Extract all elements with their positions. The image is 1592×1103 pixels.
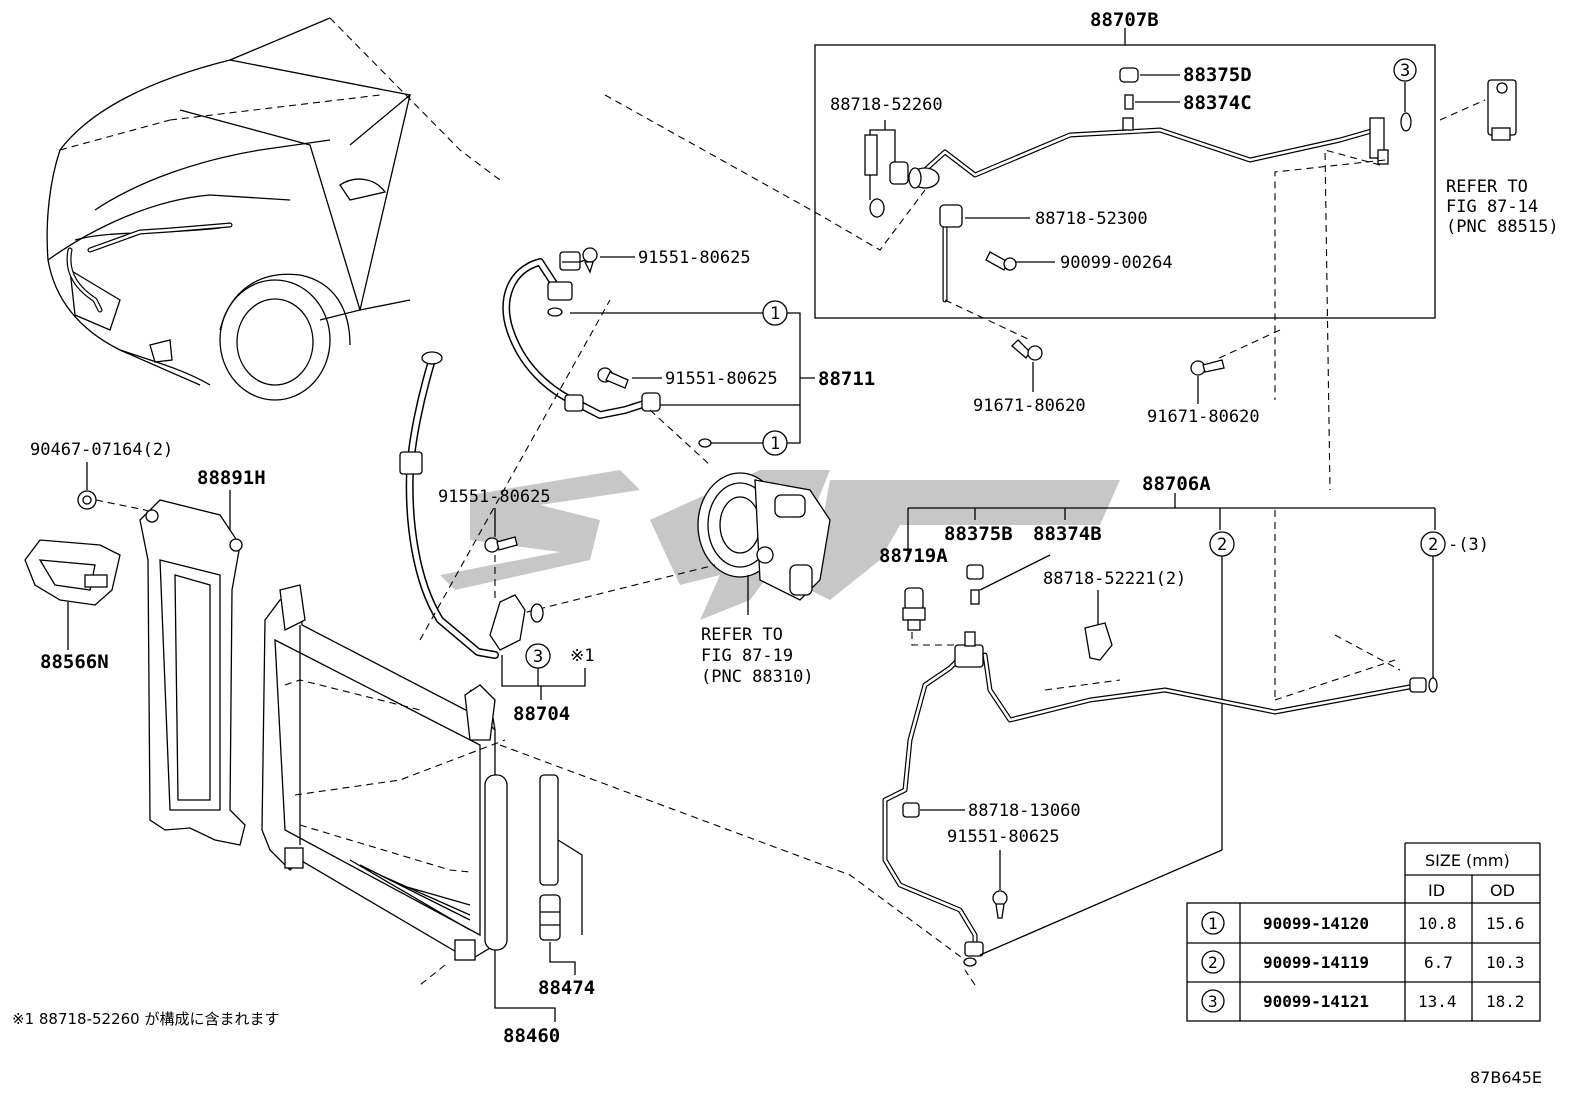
callout-2-a-text: 2 (1217, 535, 1227, 555)
table-row-part: 90099-14119 (1263, 953, 1369, 972)
pressure-switch-88719A (902, 587, 926, 631)
label-88718-52300: 88718-52300 (1035, 209, 1148, 229)
label-90467-07164: 90467-07164(2) (30, 440, 173, 460)
label-88718-52221: 88718-52221(2) (1043, 569, 1186, 589)
drawing-code: 87B645E (1470, 1068, 1542, 1087)
valve-core-88374C (1124, 94, 1134, 110)
label-88566N: 88566N (40, 651, 109, 673)
clamp-88718-52221 (1084, 622, 1113, 661)
valve-core-88374B (970, 589, 980, 605)
table-row-id: 10.8 (1418, 914, 1457, 933)
refer-87-14-line2: FIG 87-14 (1446, 197, 1538, 217)
note-mark-1: ※1 (570, 646, 594, 666)
callout-2-3-suffix: -(3) (1448, 535, 1489, 555)
label-88374C: 88374C (1183, 92, 1252, 114)
footnote: ※1 88718-52260 が構成に含まれます (12, 1010, 280, 1028)
callout-2-b-text: 2 (1428, 535, 1438, 555)
refer-87-19-line3: (PNC 88310) (701, 667, 814, 687)
size-table-col-od: OD (1490, 881, 1515, 900)
cap-88375B (966, 564, 984, 580)
bolt-91671-80620-a (1011, 339, 1043, 361)
label-88375D: 88375D (1183, 64, 1252, 86)
cap-88375D (1119, 67, 1139, 83)
condenser-88460 (261, 584, 508, 961)
table-row: 3 90099-14121 13.4 18.2 (1201, 989, 1525, 1013)
label-91671-80620-b: 91671-80620 (1147, 407, 1260, 427)
bolt-91671-80620-b (1190, 359, 1225, 376)
discharge-hose-88711 (502, 251, 661, 419)
bolt-91551-80625-c (484, 536, 518, 553)
compressor-88310 (697, 472, 831, 601)
vehicle-sketch (46, 17, 501, 401)
duct-88566N (24, 539, 121, 606)
hose-88704 (399, 351, 526, 659)
label-88706A: 88706A (1142, 473, 1211, 495)
refer-87-14-line3: (PNC 88515) (1446, 217, 1559, 237)
table-row-part: 90099-14120 (1263, 914, 1369, 933)
refer-87-14-line1: REFER TO (1446, 177, 1528, 197)
label-88474: 88474 (538, 977, 595, 999)
clamp-88718-52260 (889, 161, 909, 185)
expansion-valve-88515 (1439, 79, 1517, 141)
tube-88706A (882, 631, 1438, 967)
table-row: 2 90099-14119 6.7 10.3 (1201, 950, 1525, 974)
refer-87-19-line2: FIG 87-19 (701, 646, 793, 666)
table-row-ref: 1 (1208, 914, 1218, 933)
size-table-title: SIZE (mm) (1425, 851, 1510, 870)
o-ring-3-top (1400, 112, 1412, 132)
bolt-91551-80625-a (582, 247, 598, 274)
label-88719A: 88719A (879, 545, 948, 567)
callout-3-top-text: 3 (1400, 61, 1410, 81)
callout-1-top-text: 1 (770, 304, 780, 324)
table-row-od: 18.2 (1486, 992, 1525, 1011)
label-91551-80625-d: 91551-80625 (947, 827, 1060, 847)
clamp-88718-13060 (902, 802, 920, 818)
callout-1-bottom-text: 1 (770, 434, 780, 454)
label-88707B: 88707B (1090, 9, 1159, 31)
callout-3-top (1393, 58, 1417, 82)
label-88704: 88704 (513, 703, 570, 725)
table-row-ref: 3 (1208, 992, 1218, 1011)
label-88460: 88460 (503, 1025, 560, 1047)
label-88374B: 88374B (1033, 523, 1102, 545)
label-88711: 88711 (818, 368, 875, 390)
label-88375B: 88375B (944, 523, 1013, 545)
desiccant-88474 (539, 774, 583, 941)
label-90099-00264: 90099-00264 (1060, 253, 1173, 273)
bolt-91551-80625-d (992, 890, 1008, 919)
label-91671-80620-a: 91671-80620 (973, 396, 1086, 416)
label-88718-52260: 88718-52260 (830, 95, 943, 115)
size-table: SIZE (mm) ID OD 1 90099-14120 10.8 15.6 … (1186, 842, 1541, 1022)
table-row-od: 15.6 (1486, 914, 1525, 933)
callout-3-mid-text: 3 (533, 647, 543, 667)
table-row-part: 90099-14121 (1263, 992, 1369, 1011)
table-row-id: 6.7 (1424, 953, 1453, 972)
clip-90467-07164 (77, 490, 97, 510)
table-row: 1 90099-14120 10.8 15.6 (1201, 911, 1525, 935)
label-91551-80625-a: 91551-80625 (638, 248, 751, 268)
table-row-id: 13.4 (1418, 992, 1457, 1011)
table-row-ref: 2 (1208, 953, 1218, 972)
bolt-90099-00264 (985, 251, 1017, 271)
bolt-91551-80625-b (597, 367, 629, 389)
seal-88891H (139, 499, 246, 846)
table-row-od: 10.3 (1486, 953, 1525, 972)
refer-87-19-line1: REFER TO (701, 625, 783, 645)
label-91551-80625-c: 91551-80625 (438, 487, 551, 507)
label-88891H: 88891H (197, 467, 266, 489)
label-91551-80625-b: 91551-80625 (665, 369, 778, 389)
size-table-col-id: ID (1428, 881, 1445, 900)
label-88718-13060: 88718-13060 (968, 801, 1081, 821)
